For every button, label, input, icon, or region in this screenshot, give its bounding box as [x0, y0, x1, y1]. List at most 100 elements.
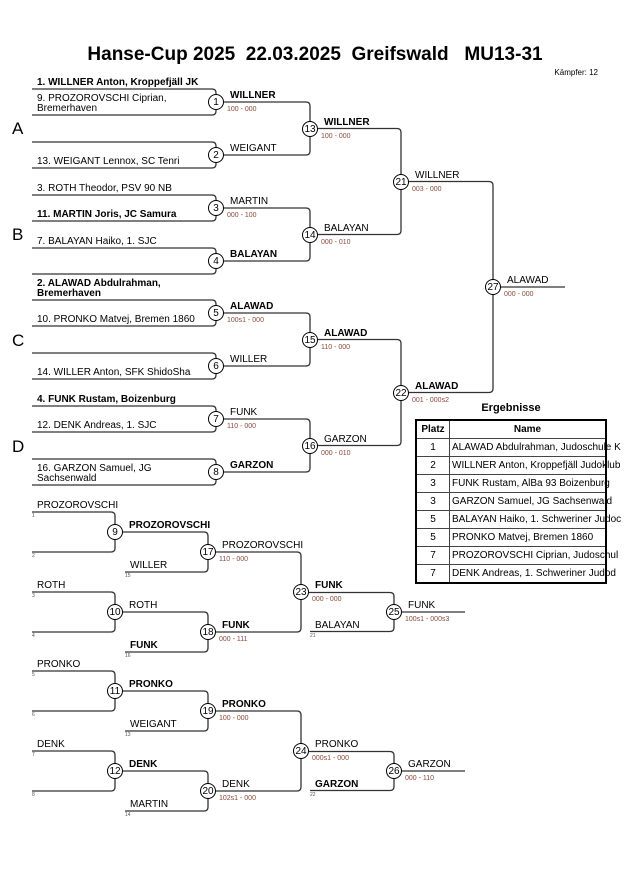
- match-winner: BALAYAN: [324, 222, 369, 234]
- match-winner: PRONKO: [129, 679, 173, 690]
- match-winner: PRONKO: [315, 739, 359, 750]
- entry-name: 3. ROTH Theodor, PSV 90 NB: [37, 183, 172, 194]
- match-number-circle[interactable]: 9: [107, 524, 123, 540]
- match-number-circle[interactable]: 7: [208, 411, 224, 427]
- match-score: 000 - 000: [312, 596, 342, 603]
- seed-number: 2: [32, 553, 35, 559]
- results-title: Ergebnisse: [481, 402, 541, 414]
- match-number-circle[interactable]: 17: [200, 544, 216, 560]
- match-winner: GARZON: [324, 433, 367, 445]
- seed-number: 6: [32, 712, 35, 718]
- seed-number: 7: [32, 752, 35, 758]
- match-score: 000 - 010: [321, 449, 351, 457]
- result-name: WILLNER Anton, Kroppefjäll Judoklub: [449, 456, 620, 475]
- match-score: 102s1 - 000: [219, 795, 256, 802]
- match-number-circle[interactable]: 3: [208, 200, 224, 216]
- repechage-entry: DENK: [37, 739, 65, 750]
- match-number-circle[interactable]: 20: [200, 783, 216, 799]
- seed-number: 5: [32, 672, 35, 678]
- match-number-circle[interactable]: 24: [293, 743, 309, 759]
- match-number-circle[interactable]: 16: [302, 437, 318, 454]
- result-name: ALAWAD Abdulrahman, Judoschule K: [449, 438, 621, 457]
- entry-name: 9. PROZOROVSCHI Ciprian, Bremerhaven: [37, 93, 167, 114]
- repechage-entry: FUNK: [130, 640, 158, 651]
- match-score: 100 - 000: [321, 132, 351, 140]
- match-number-circle[interactable]: 2: [208, 147, 224, 163]
- match-score: 110 - 000: [219, 556, 249, 563]
- result-place: 2: [415, 456, 450, 475]
- match-winner: DENK: [222, 779, 250, 790]
- match-winner: WEIGANT: [230, 143, 277, 154]
- page-title: Hanse-Cup 2025 22.03.2025 Greifswald MU1…: [87, 44, 543, 65]
- result-name: BALAYAN Haiko, 1. Schweriner Judoc: [449, 510, 621, 529]
- result-place: 3: [415, 492, 450, 511]
- result-name: PROZOROVSCHI Ciprian, Judoschul: [449, 546, 618, 565]
- group-label-d: D: [12, 437, 25, 456]
- repechage-entry: MARTIN: [130, 799, 169, 810]
- match-number-circle[interactable]: 21: [393, 173, 409, 190]
- match-number-circle[interactable]: 5: [208, 305, 224, 321]
- seed-number: 4: [32, 633, 35, 639]
- repechage-entry: GARZON: [315, 778, 359, 790]
- entry-name: 16. GARZON Samuel, JG Sachsenwald: [37, 463, 152, 484]
- entry-name: 12. DENK Andreas, 1. SJC: [37, 420, 157, 431]
- repechage-entry: WILLER: [130, 560, 168, 571]
- fighter-count: Kämpfer: 12: [554, 68, 598, 77]
- match-number-circle[interactable]: 6: [208, 358, 224, 374]
- result-place: 5: [415, 510, 450, 529]
- match-winner: DENK: [129, 759, 158, 770]
- match-number-circle[interactable]: 8: [208, 464, 224, 480]
- match-winner: WILLNER: [230, 90, 276, 101]
- entry-name: 4. FUNK Rustam, Boizenburg: [37, 394, 176, 405]
- match-winner: FUNK: [408, 600, 436, 611]
- seed-number: 1: [32, 513, 35, 519]
- entry-name: 1. WILLNER Anton, Kroppefjäll JK: [37, 77, 199, 88]
- match-score: 100s1 - 000: [227, 317, 264, 324]
- match-number-circle[interactable]: 12: [107, 763, 123, 779]
- connector-line: [32, 591, 116, 633]
- result-place: 7: [415, 546, 450, 565]
- match-winner: GARZON: [408, 759, 451, 770]
- match-score: 110 - 000: [227, 423, 257, 430]
- match-winner: ALAWAD: [507, 275, 549, 286]
- match-number-circle[interactable]: 1: [208, 94, 224, 110]
- match-winner: FUNK: [315, 580, 343, 591]
- group-label-a: A: [12, 119, 24, 138]
- seed-number: 3: [32, 593, 35, 599]
- match-number-circle[interactable]: 25: [386, 604, 402, 620]
- repechage-entry: BALAYAN: [315, 619, 360, 631]
- seed-number: 21: [310, 632, 316, 639]
- match-score: 000 - 100: [227, 212, 257, 219]
- match-score: 110 - 000: [321, 343, 351, 351]
- match-winner: ROTH: [129, 600, 158, 611]
- match-number-circle[interactable]: 22: [393, 384, 409, 401]
- match-score: 100 - 000: [219, 715, 249, 722]
- match-number-circle[interactable]: 4: [208, 253, 224, 269]
- seed-number: 8: [32, 792, 35, 798]
- header-name: Name: [449, 419, 607, 439]
- match-number-circle[interactable]: 27: [485, 279, 501, 295]
- match-winner: MARTIN: [230, 196, 269, 207]
- match-number-circle[interactable]: 23: [293, 584, 309, 600]
- match-number-circle[interactable]: 13: [302, 120, 318, 137]
- match-number-circle[interactable]: 10: [107, 604, 123, 620]
- match-number-circle[interactable]: 14: [302, 226, 318, 243]
- match-number-circle[interactable]: 26: [386, 763, 402, 779]
- result-place: 7: [415, 564, 450, 584]
- match-winner: PRONKO: [222, 699, 266, 710]
- connector-line: [32, 670, 116, 712]
- match-number-circle[interactable]: 11: [107, 683, 123, 699]
- match-winner: BALAYAN: [230, 249, 278, 260]
- entry-name: 10. PRONKO Matvej, Bremen 1860: [37, 314, 195, 325]
- match-number-circle[interactable]: 19: [200, 703, 216, 719]
- match-number-circle[interactable]: 15: [302, 331, 318, 348]
- match-number-circle[interactable]: 18: [200, 624, 216, 640]
- match-winner: WILLNER: [324, 116, 370, 128]
- match-winner: PROZOROVSCHI: [129, 520, 211, 531]
